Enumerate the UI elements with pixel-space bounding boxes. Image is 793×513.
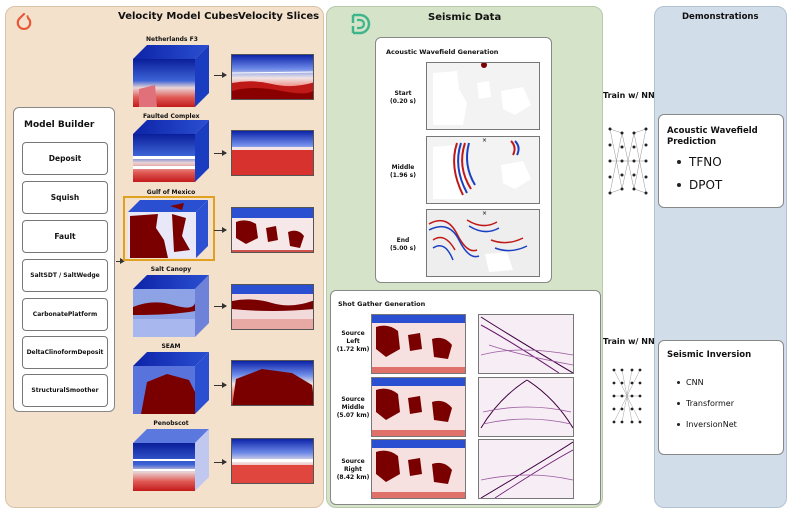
arrow-2 <box>214 150 227 156</box>
arrow-5 <box>214 382 227 388</box>
train-label-bottom: Train w/ NN <box>603 337 655 346</box>
seismic-inversion-title: Seismic Inversion <box>667 350 752 360</box>
cubes-title: Velocity Model Cubes <box>118 11 239 22</box>
seismic-data-title: Seismic Data <box>428 12 502 23</box>
cube-label-gom: Gulf of Mexico <box>146 189 196 196</box>
wavefield-middle: × <box>426 136 540 204</box>
wavefield-start <box>426 62 540 130</box>
row-start-label: Start(0.20 s) <box>390 90 416 105</box>
gom-highlight <box>123 196 215 261</box>
delta-clinoform-button[interactable]: DeltaClinoformDeposit <box>22 336 108 369</box>
slice-seam <box>231 360 314 406</box>
cube-label-penobscot: Penobscot <box>153 420 189 427</box>
slices-title: Velocity Slices <box>238 11 320 22</box>
shot-gather-left <box>478 314 574 374</box>
shot-gather-middle <box>478 377 574 437</box>
shot-model-right <box>371 439 466 499</box>
cube-penobscot <box>133 429 209 491</box>
cnn-item: CNN <box>677 378 704 387</box>
demonstrations-title: Demonstrations <box>682 12 759 22</box>
row-end-label: End(5.00 s) <box>390 237 416 252</box>
shot-gather-right <box>478 439 574 499</box>
slice-salt-canopy <box>231 284 314 330</box>
tfno-item: TFNO <box>677 155 722 169</box>
structural-smoother-button[interactable]: StructuralSmoother <box>22 374 108 407</box>
builder-arrow <box>116 258 125 264</box>
row-middle-label: Middle(1.96 s) <box>390 164 416 179</box>
salt-button[interactable]: SaltSDT / SaltWedge <box>22 259 108 292</box>
wavefield-end: × <box>426 209 540 277</box>
cube-label-netherlands: Netherlands F3 <box>146 36 198 43</box>
slice-netherlands <box>231 54 314 100</box>
arrow-6 <box>214 459 227 465</box>
shot-model-left <box>371 314 466 374</box>
carbonate-platform-button[interactable]: CarbonatePlatform <box>22 298 108 331</box>
cube-label-seam: SEAM <box>161 343 181 350</box>
cube-seam <box>133 352 209 414</box>
transformer-item: Transformer <box>677 399 734 408</box>
model-builder: Model Builder Deposit Squish Fault SaltS… <box>13 107 115 412</box>
dpot-item: DPOT <box>677 178 722 192</box>
squish-button[interactable]: Squish <box>22 181 108 214</box>
neural-network-icon-2 <box>612 368 642 424</box>
seismic-inversion-box: Seismic Inversion CNN Transformer Invers… <box>658 340 784 455</box>
train-label-top: Train w/ NN <box>603 91 655 100</box>
inversionnet-item: InversionNet <box>677 420 737 429</box>
slice-gom <box>231 207 314 253</box>
shot-model-middle <box>371 377 466 437</box>
model-builder-title: Model Builder <box>24 120 95 130</box>
wavefield-title: Acoustic Wavefield Generation <box>386 48 499 56</box>
neural-network-icon <box>608 127 648 195</box>
pytorch-logo-icon <box>16 12 32 30</box>
arrow-1 <box>214 72 227 78</box>
fault-button[interactable]: Fault <box>22 220 108 253</box>
svg-text:×: × <box>482 137 487 144</box>
arrow-4 <box>214 303 227 309</box>
cube-label-faulted: Faulted Complex <box>143 113 200 120</box>
deposit-button[interactable]: Deposit <box>22 142 108 175</box>
d-logo-icon <box>351 13 371 35</box>
arrow-3 <box>214 227 227 233</box>
cube-netherlands <box>133 45 209 107</box>
shot-gather-title: Shot Gather Generation <box>338 300 426 308</box>
cube-faulted <box>133 120 209 182</box>
svg-text:×: × <box>482 210 487 217</box>
cube-label-salt-canopy: Salt Canopy <box>150 266 192 273</box>
slice-penobscot <box>231 438 314 484</box>
slice-faulted <box>231 130 314 176</box>
cube-gom <box>128 200 208 258</box>
cube-salt-canopy <box>133 275 209 337</box>
